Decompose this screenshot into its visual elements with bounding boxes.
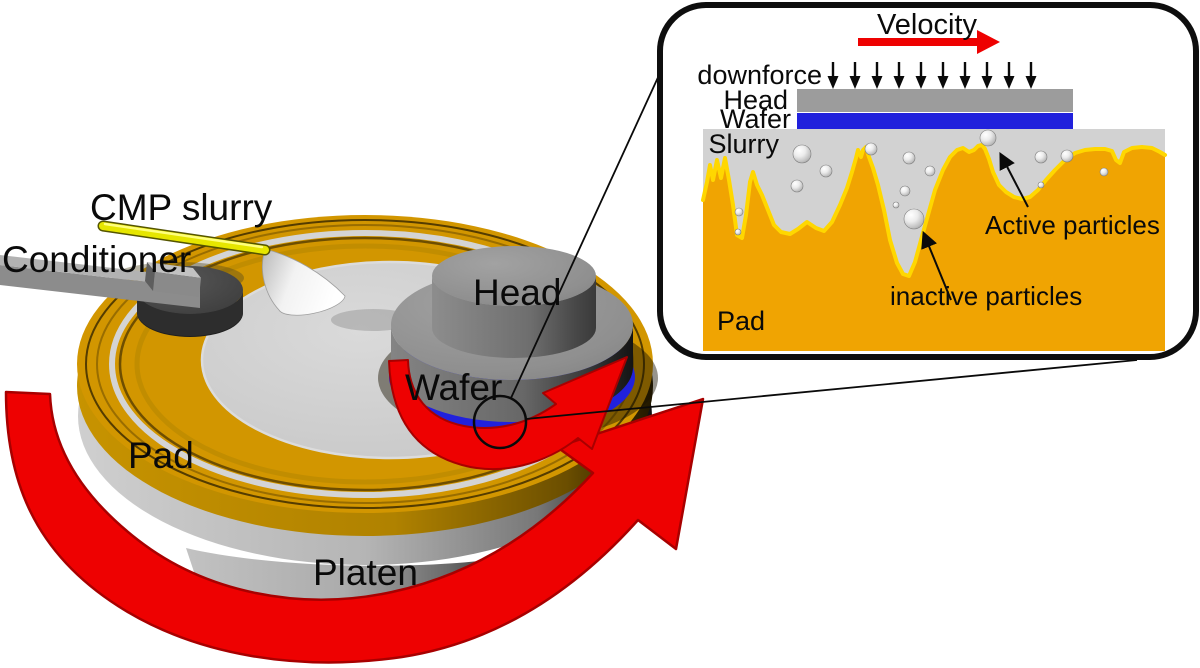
- pad-groove-outer: [85, 219, 645, 509]
- downforce-arrow-head: [871, 76, 883, 89]
- slurry-particle: [790, 179, 804, 193]
- slurry-particle: [979, 129, 997, 147]
- label-conditioner: Conditioner: [2, 239, 191, 280]
- slurry-particles: [734, 129, 1109, 236]
- downforce-arrow-head: [959, 76, 971, 89]
- label-active-particles: Active particles: [985, 210, 1160, 240]
- slurry-particle: [1060, 149, 1074, 163]
- label-platen: Platen: [313, 552, 418, 593]
- slurry-dispenser: [97, 220, 415, 331]
- slurry-particle: [734, 228, 742, 236]
- label-inset-pad: Pad: [717, 306, 765, 336]
- velocity-arrow-head: [977, 30, 1000, 54]
- slurry-particle: [819, 164, 833, 178]
- slurry-tube: [99, 222, 269, 254]
- slurry-particle: [864, 142, 878, 156]
- conditioner-pivot-front: [153, 272, 201, 297]
- interface-inset: Velocity downforce Head Wafer Slurry Pad…: [657, 2, 1199, 360]
- downforce-arrows: [827, 62, 1037, 89]
- inset-head-bar: [797, 89, 1073, 112]
- zoom-callout: [472, 72, 1138, 450]
- label-downforce: downforce: [697, 60, 822, 90]
- velocity-arrow-shaft: [858, 38, 977, 46]
- slurry-particle: [899, 185, 911, 197]
- downforce-arrow-head: [915, 76, 927, 89]
- downforce-arrow-head: [981, 76, 993, 89]
- label-cmp-slurry: CMP slurry: [90, 187, 273, 228]
- callout-line-bottom: [525, 359, 1138, 420]
- downforce-arrow-head: [893, 76, 905, 89]
- downforce-arrow-head: [827, 76, 839, 89]
- cmp-machine: CMP slurry Conditioner Head Wafer Pad Pl…: [0, 72, 1138, 664]
- label-inset-slurry: Slurry: [708, 129, 779, 159]
- active-particle-arrow: [999, 151, 1029, 208]
- downforce-arrow-head: [1025, 76, 1037, 89]
- label-inset-head: Head: [723, 85, 788, 115]
- downforce-arrow-head: [849, 76, 861, 89]
- callout-line-top: [510, 72, 661, 399]
- label-pad: Pad: [128, 435, 194, 476]
- slurry-particle: [734, 207, 744, 217]
- label-wafer: Wafer: [405, 367, 502, 408]
- head-rotation-arrow: [388, 356, 628, 471]
- slurry-particle: [902, 151, 916, 165]
- conditioner-disc-side: [137, 290, 243, 336]
- slurry-particle: [792, 144, 812, 164]
- label-inactive-particles: inactive particles: [890, 281, 1082, 311]
- inset-wafer-bar: [797, 113, 1073, 129]
- label-head: Head: [473, 272, 561, 313]
- label-velocity: Velocity: [877, 9, 977, 41]
- downforce-arrow-head: [937, 76, 949, 89]
- platen-rotation-arrow: [4, 390, 705, 664]
- slurry-tube-highlight: [103, 222, 264, 249]
- conditioner-pivot-top: [147, 262, 201, 278]
- head-upper-top: [432, 246, 596, 306]
- conditioner-arm-front: [0, 265, 200, 308]
- downforce-arrow-head: [1003, 76, 1015, 89]
- inactive-particle-arrow: [921, 230, 952, 301]
- slurry-particle: [892, 201, 900, 209]
- slurry-particle: [1037, 181, 1045, 189]
- slurry-particle: [1034, 150, 1048, 164]
- head-upper-side: [432, 276, 596, 358]
- slurry-particle: [924, 165, 936, 177]
- conditioner-assembly: [0, 255, 244, 337]
- slurry-particle: [903, 208, 925, 230]
- slurry-particle: [1099, 167, 1109, 177]
- label-inset-wafer: Wafer: [720, 104, 791, 134]
- velocity-arrow: [858, 30, 1000, 54]
- conditioner-pivot-side: [145, 262, 155, 291]
- slurry-stream-cone: [262, 248, 346, 316]
- callout-circle: [472, 394, 528, 450]
